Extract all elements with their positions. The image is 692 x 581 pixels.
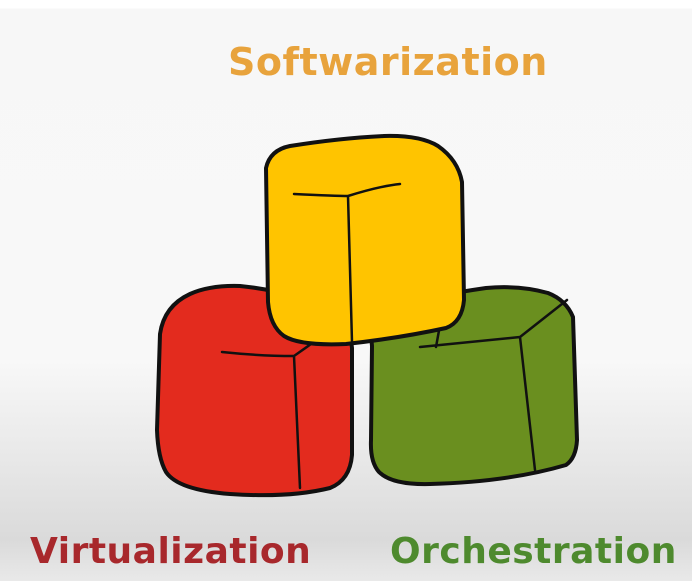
diagram-title: Softwarization (228, 40, 548, 84)
label-orchestration: Orchestration (390, 531, 677, 572)
label-virtualization: Virtualization (30, 531, 312, 572)
cube-softwarization-body (264, 133, 466, 347)
cube-softwarization-edges (292, 182, 402, 344)
cube-softwarization (264, 133, 466, 347)
cube-orchestration-edges (418, 298, 569, 472)
